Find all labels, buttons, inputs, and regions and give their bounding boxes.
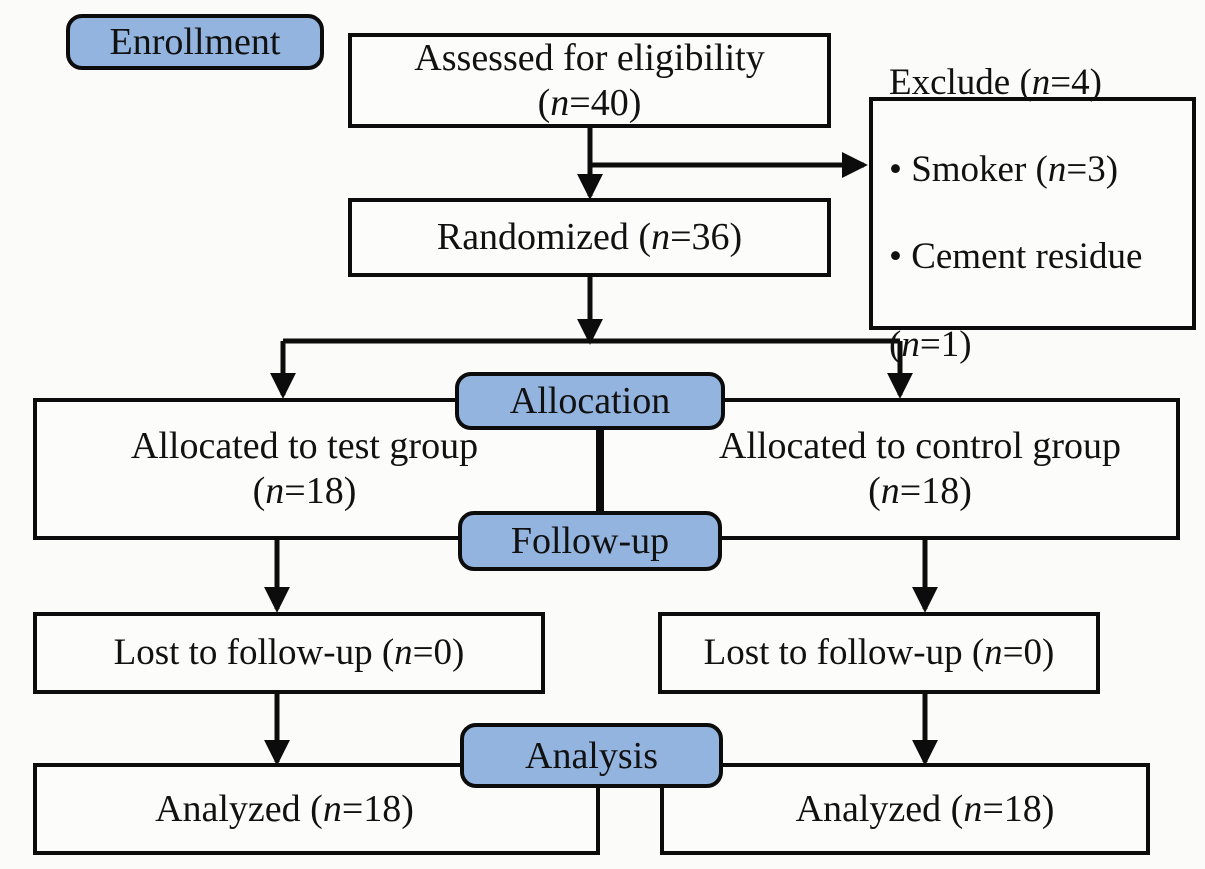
node-randomized: Randomized (n=36) [348, 198, 831, 277]
lost-control-value: =0) [1002, 632, 1055, 674]
node-lost-to-followup-test: Lost to follow-up (n=0) [33, 612, 545, 694]
node-excluded: Exclude (n=4) • Smoker (n=3) • Cement re… [869, 62, 1196, 365]
randomized-value: =36) [670, 216, 743, 259]
analyzed-control-label: Analyzed ( [795, 787, 964, 830]
stage-badge-enrollment: Enrollment [66, 14, 324, 70]
stage-badge-analysis: Analysis [460, 723, 723, 788]
alloc-control-count-open: ( [868, 470, 881, 512]
stage-badge-allocation-label: Allocation [509, 380, 671, 422]
alloc-test-count-open: ( [252, 470, 266, 512]
lost-test-label: Lost to follow-up ( [113, 632, 395, 674]
exclude-bullet-cement-residue-count: (n=1) [889, 323, 972, 365]
assessed-line1: Assessed for eligibility [414, 36, 765, 79]
analyzed-test-n: n [322, 787, 342, 830]
lost-test-n: n [394, 632, 413, 674]
stage-badge-enrollment-label: Enrollment [109, 21, 281, 63]
alloc-control-count-value: =18) [899, 470, 972, 512]
assessed-count-value: =40) [569, 81, 642, 124]
stage-badge-allocation: Allocation [455, 372, 725, 430]
lost-control-n: n [984, 632, 1003, 674]
analyzed-control-n: n [963, 787, 983, 830]
stage-badge-followup-label: Follow-up [510, 520, 670, 562]
assessed-count-n: n [550, 81, 570, 124]
alloc-test-count-n: n [265, 470, 285, 512]
randomized-label: Randomized ( [436, 216, 652, 259]
randomized-n: n [651, 216, 671, 259]
stage-badge-analysis-label: Analysis [525, 734, 658, 777]
analyzed-test-value: =18) [341, 787, 414, 830]
node-lost-to-followup-control: Lost to follow-up (n=0) [658, 612, 1100, 694]
exclude-bullet-cement-residue: • Cement residue [889, 236, 1143, 278]
alloc-test-count-value: =18) [284, 470, 357, 512]
exclude-heading: Exclude (n=4) [889, 61, 1102, 103]
analyzed-test-label: Analyzed ( [155, 787, 323, 830]
lost-test-value: =0) [412, 632, 465, 674]
exclude-bullet-smoker: • Smoker (n=3) [889, 149, 1119, 191]
alloc-control-line1: Allocated to control group [718, 425, 1122, 468]
node-analyzed-control: Analyzed (n=18) [660, 763, 1150, 855]
lost-control-label: Lost to follow-up ( [703, 632, 985, 674]
stage-badge-followup: Follow-up [458, 511, 722, 571]
alloc-control-count-n: n [880, 470, 900, 512]
alloc-test-line1: Allocated to test group [130, 425, 479, 468]
node-assessed-for-eligibility: Assessed for eligibility(n=40) [348, 33, 831, 128]
analyzed-control-value: =18) [982, 787, 1055, 830]
assessed-count-open: ( [537, 81, 551, 124]
